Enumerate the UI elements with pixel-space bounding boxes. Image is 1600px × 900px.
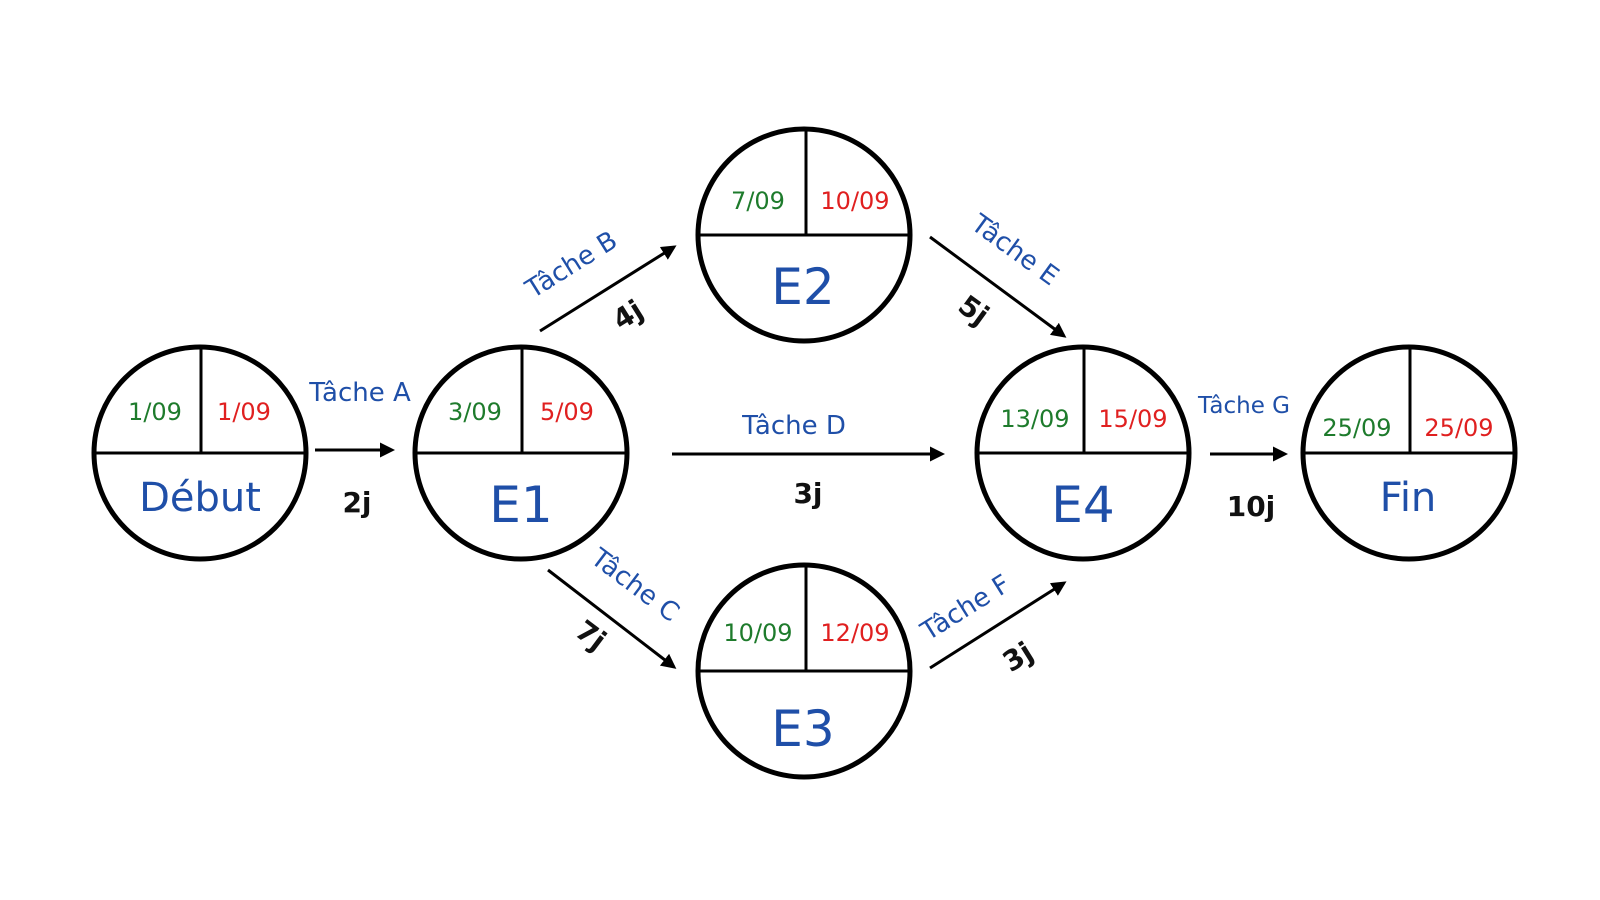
edge-e-task-label: Tâche E <box>965 208 1065 292</box>
node-e2-late-date: 10/09 <box>820 187 889 215</box>
edge-b-duration-label: 4j <box>607 293 649 336</box>
node-e1-name: E1 <box>489 476 552 534</box>
edge-g: Tâche G 10j <box>1197 393 1290 523</box>
edge-a-duration-label: 2j <box>342 486 371 519</box>
node-e3-late-date: 12/09 <box>820 619 889 647</box>
edge-c: Tâche C 7j <box>547 542 685 669</box>
edge-a: Tâche A 2j <box>308 378 411 519</box>
edge-g-duration-label: 10j <box>1227 490 1276 523</box>
node-e2-name: E2 <box>771 258 834 316</box>
node-e4-late-date: 15/09 <box>1098 405 1167 433</box>
node-e1-late-date: 5/09 <box>540 398 594 426</box>
node-e4-name: E4 <box>1051 476 1114 534</box>
edge-f-task-label: Tâche F <box>915 569 1016 647</box>
edge-f-duration-label: 3j <box>997 635 1039 678</box>
node-debut-late-date: 1/09 <box>217 398 271 426</box>
node-e3: 10/09 12/09 E3 <box>695 562 913 780</box>
node-fin-late-date: 25/09 <box>1424 414 1493 442</box>
edge-d: Tâche D 3j <box>672 411 945 510</box>
edge-c-arrow <box>547 568 677 669</box>
edge-c-task-label: Tâche C <box>584 542 684 628</box>
edge-d-task-label: Tâche D <box>741 411 846 441</box>
edge-c-duration-label: 7j <box>569 613 612 657</box>
node-e4: 13/09 15/09 E4 <box>974 344 1192 562</box>
edge-f: Tâche F 3j <box>915 569 1067 679</box>
node-debut-early-date: 1/09 <box>128 398 182 426</box>
node-fin-name: Fin <box>1380 475 1437 521</box>
node-e3-name: E3 <box>771 700 834 758</box>
node-e1-early-date: 3/09 <box>448 398 502 426</box>
edge-b-task-label: Tâche B <box>520 226 623 306</box>
edge-g-task-label: Tâche G <box>1197 393 1290 419</box>
edge-e-duration-label: 5j <box>952 288 995 332</box>
node-debut-name: Début <box>139 475 261 521</box>
node-e2: 7/09 10/09 E2 <box>695 126 913 344</box>
edge-f-arrow <box>929 581 1067 670</box>
node-e2-early-date: 7/09 <box>731 187 785 215</box>
node-fin: 25/09 25/09 Fin <box>1300 344 1518 562</box>
node-e4-early-date: 13/09 <box>1000 405 1069 433</box>
edge-b-arrow <box>539 245 677 333</box>
node-fin-early-date: 25/09 <box>1322 414 1391 442</box>
node-e3-early-date: 10/09 <box>723 619 792 647</box>
edge-e: Tâche E 5j <box>929 208 1067 338</box>
edge-a-task-label: Tâche A <box>308 378 411 408</box>
edge-d-duration-label: 3j <box>793 477 822 510</box>
node-e1: 3/09 5/09 E1 <box>412 344 630 562</box>
node-debut: 1/09 1/09 Début <box>91 344 309 562</box>
edge-b: Tâche B 4j <box>520 226 677 337</box>
edge-e-arrow <box>929 235 1067 338</box>
